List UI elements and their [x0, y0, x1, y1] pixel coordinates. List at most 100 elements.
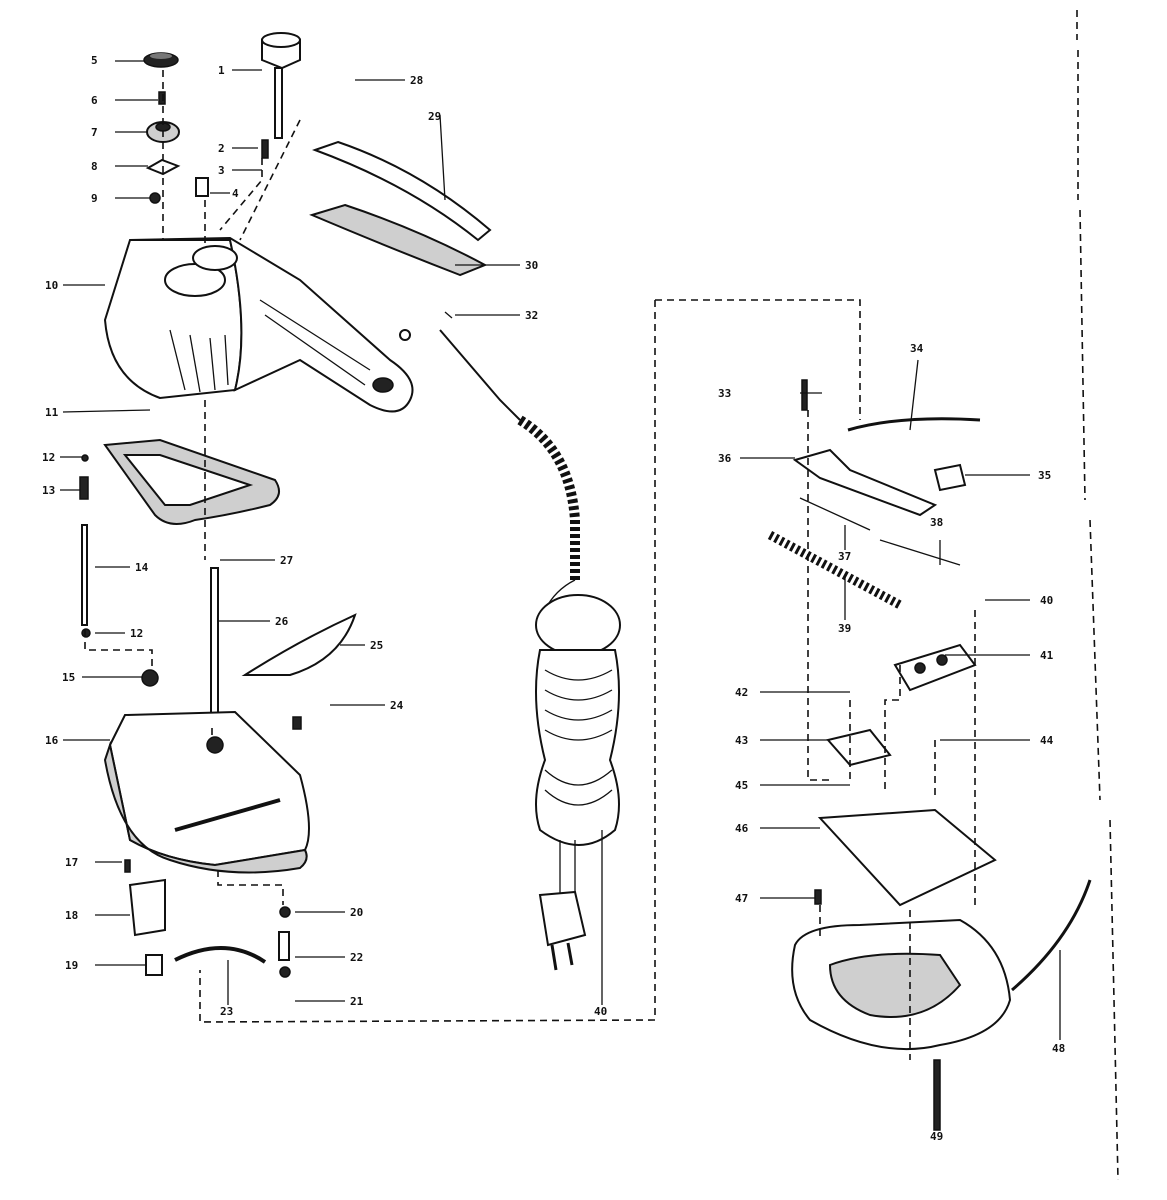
right-screw	[814, 889, 822, 905]
handle-grip	[129, 236, 414, 413]
gasket-opening	[122, 454, 254, 506]
plug-prongs	[550, 942, 574, 971]
washer	[279, 906, 291, 918]
label-n8: 3	[218, 164, 225, 177]
handle-ribs	[169, 329, 229, 393]
rod	[81, 524, 88, 626]
heating-element	[767, 531, 903, 609]
label-n46: 45	[735, 779, 748, 792]
handle-hole	[372, 377, 394, 393]
cord-coil	[535, 649, 620, 846]
handle-assembly	[103, 32, 492, 413]
label-n2: 6	[91, 94, 98, 107]
cord-nut	[399, 329, 411, 341]
label-n49: 48	[1052, 1042, 1065, 1055]
nut	[149, 192, 161, 204]
soleplate-side	[103, 741, 308, 874]
shaft-pin	[261, 139, 269, 159]
screw-right	[801, 379, 808, 411]
label-n28: 19	[65, 959, 78, 972]
label-n26: 17	[65, 856, 78, 869]
cord-clip	[444, 311, 453, 319]
handle-slot	[259, 299, 371, 386]
soleplate-post	[206, 736, 224, 754]
bottom-screw	[933, 1059, 941, 1131]
label-n6: 1	[218, 64, 225, 77]
label-n1: 5	[91, 54, 98, 67]
label-n19: 12	[130, 627, 143, 640]
part-number-labels: 5 6 7 8 9 1 2 3 4 28 29 30 10 32 11 12 1…	[42, 54, 1065, 1143]
thermostat-shaft	[274, 67, 283, 139]
label-n37: 36	[718, 452, 732, 465]
label-n3: 7	[91, 126, 98, 139]
soleplate-groove	[174, 798, 281, 832]
strain-relief	[517, 415, 580, 580]
label-n27: 18	[65, 909, 78, 922]
label-n4: 8	[91, 160, 98, 173]
page-edge-line	[1076, 10, 1119, 1181]
thermostat	[792, 448, 938, 517]
plate-hole-1	[914, 662, 926, 674]
label-n5: 9	[91, 192, 98, 205]
label-n38: 37	[838, 550, 851, 563]
assembly-dashed-box	[199, 299, 861, 1023]
bushing	[195, 177, 209, 197]
plate-hole-2	[936, 654, 948, 666]
label-n10: 28	[410, 74, 423, 87]
handle-cover	[312, 140, 492, 242]
label-n44: 43	[735, 734, 748, 747]
label-n36: 35	[1038, 469, 1051, 482]
cord-coil-top	[535, 594, 621, 656]
label-n24: 24	[390, 699, 404, 712]
label-n29: 20	[350, 906, 363, 919]
label-n18: 14	[135, 561, 149, 574]
label-n14: 32	[525, 309, 538, 322]
label-n15: 11	[45, 406, 59, 419]
thermostat-wire	[799, 497, 961, 566]
assembly-lines-left	[84, 70, 301, 905]
label-n47: 46	[735, 822, 749, 835]
screw-head	[81, 454, 89, 462]
soleplate-screw	[292, 716, 302, 730]
post-nut	[279, 966, 291, 978]
label-n21: 26	[275, 615, 289, 628]
terminal-post	[278, 931, 290, 961]
cord-coil-loops	[544, 669, 613, 806]
side-rim	[1011, 879, 1092, 992]
cap-nut-top	[150, 53, 172, 59]
label-n41: 40	[1040, 594, 1053, 607]
label-n35: 34	[910, 342, 924, 355]
terminal-screw	[124, 859, 131, 873]
label-n42: 41	[1040, 649, 1054, 662]
plug	[538, 890, 587, 947]
mounting-plate	[893, 643, 977, 692]
small-screw	[158, 91, 166, 105]
label-n34: 33	[718, 387, 731, 400]
label-n30: 22	[350, 951, 363, 964]
pivot-screw	[141, 669, 159, 687]
label-n32: 23	[220, 1005, 233, 1018]
soleplate-assembly	[103, 710, 310, 978]
label-n25: 16	[45, 734, 59, 747]
gasket-and-rod	[79, 438, 357, 729]
label-n43: 42	[735, 686, 748, 699]
assembly-lines-right	[807, 410, 976, 1060]
label-n31: 21	[350, 995, 364, 1008]
label-n17: 13	[42, 484, 55, 497]
wire-link	[174, 946, 267, 964]
label-n7: 2	[218, 142, 225, 155]
label-n13: 10	[45, 279, 58, 292]
label-n39: 38	[930, 516, 943, 529]
heat-shield	[241, 613, 357, 676]
thermostat-cover	[933, 463, 967, 492]
label-n48: 47	[735, 892, 748, 905]
label-n50: 49	[930, 1130, 943, 1143]
spring	[79, 476, 89, 500]
power-cord-assembly	[399, 311, 621, 971]
thermostat-assembly	[767, 379, 1092, 1131]
label-n22: 25	[370, 639, 383, 652]
thermostat-knob-top	[261, 32, 301, 48]
terminal-plate	[826, 728, 892, 767]
cord-leads	[559, 840, 576, 895]
